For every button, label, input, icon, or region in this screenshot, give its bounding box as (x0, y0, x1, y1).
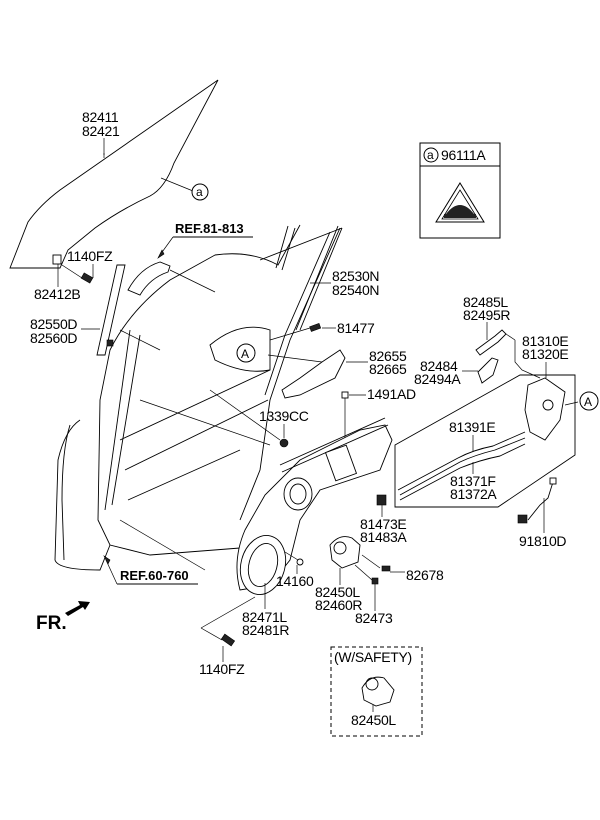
label-latch: 81310E 81320E (522, 333, 569, 378)
label-glass-bracket: 82412B (34, 264, 81, 302)
svg-text:REF.81-813: REF.81-813 (175, 221, 244, 236)
svg-text:14160: 14160 (276, 573, 314, 589)
key-rod-part (475, 329, 541, 379)
svg-text:82411: 82411 (82, 109, 119, 125)
svg-text:82495R: 82495R (463, 307, 510, 323)
svg-text:81310E: 81310E (522, 333, 568, 349)
label-handle-bracket: 82484 82494A (414, 358, 478, 387)
svg-text:82473: 82473 (355, 610, 393, 626)
weatherstrip-part (259, 225, 343, 331)
detail-marker-a-latch: A (579, 391, 599, 411)
door-ref[interactable]: REF.60-760 (103, 555, 198, 585)
run-channel-part (127, 261, 216, 296)
svg-text:82450L: 82450L (351, 712, 396, 728)
svg-text:82665: 82665 (369, 361, 407, 377)
svg-text:82450L: 82450L (315, 584, 360, 600)
svg-text:82494A: 82494A (414, 371, 461, 387)
warning-label-icon (435, 182, 485, 223)
motor-part (329, 536, 391, 585)
svg-text:1140FZ: 1140FZ (199, 661, 245, 677)
svg-text:81391E: 81391E (449, 419, 495, 435)
svg-text:81473E: 81473E (360, 516, 406, 532)
label-weatherstrip: 82530N 82540N (310, 268, 380, 298)
svg-text:REF.60-760: REF.60-760 (120, 568, 189, 583)
svg-text:82471L: 82471L (242, 609, 287, 625)
label-harness: 91810D (519, 498, 567, 549)
svg-text:81483A: 81483A (360, 529, 407, 545)
svg-text:A: A (584, 395, 592, 409)
svg-text:82485L: 82485L (463, 294, 508, 310)
svg-text:82412B: 82412B (34, 286, 80, 302)
svg-text:FR.: FR. (36, 613, 67, 634)
glass-bracket-part (52, 254, 94, 284)
svg-text:82481R: 82481R (242, 622, 289, 638)
rear-channel-part (96, 264, 126, 356)
label-clip-1491ad: 1491AD (349, 386, 416, 402)
label-motor: 82450L 82460R (315, 568, 363, 613)
svg-text:1491AD: 1491AD (367, 386, 416, 402)
run-channel-ref[interactable]: REF.81-813 (157, 221, 253, 259)
door-cables (397, 431, 526, 501)
svg-text:A: A (241, 347, 249, 361)
svg-text:1140FZ: 1140FZ (67, 248, 113, 264)
svg-text:82678: 82678 (406, 567, 444, 583)
label-glass: 82411 82421 (82, 109, 120, 155)
label-cable-top: 81391E (449, 419, 496, 452)
label-regulator-panel: 82471L 82481R (242, 583, 290, 638)
screw-81477-part (269, 323, 322, 341)
svg-text:a: a (196, 185, 203, 199)
svg-text:82421: 82421 (82, 123, 120, 139)
svg-text:82550D: 82550D (30, 316, 77, 332)
actuator-clip-part (376, 494, 387, 506)
svg-text:1339CC: 1339CC (259, 408, 309, 424)
svg-text:82540N: 82540N (332, 282, 379, 298)
svg-text:82460R: 82460R (315, 597, 362, 613)
label-nut-1339cc: 1339CC (259, 408, 309, 438)
legend-box: a 96111A (419, 142, 501, 239)
handle-bracket-part (477, 357, 499, 384)
svg-text:96111A: 96111A (441, 147, 486, 163)
label-key-rod: 82485L 82495R (463, 294, 511, 340)
outside-handle-part (267, 349, 346, 399)
svg-text:91810D: 91810D (519, 533, 566, 549)
svg-text:(W/SAFETY): (W/SAFETY) (334, 649, 412, 665)
harness-part (517, 477, 557, 524)
label-screw-81477: 81477 (322, 320, 375, 336)
label-grommet-14160: 14160 (276, 565, 314, 589)
label-bolt-82473: 82473 (355, 584, 393, 626)
label-bolt-1140fz-bottom: 1140FZ (199, 646, 245, 677)
label-rear-channel: 82550D 82560D (30, 316, 100, 346)
svg-text:82484: 82484 (420, 358, 458, 374)
svg-text:82655: 82655 (369, 348, 407, 364)
label-cable-bottom: 81371F 81372A (450, 462, 498, 502)
svg-text:81372A: 81372A (450, 486, 497, 502)
label-bolt-82678: 82678 (390, 567, 444, 583)
nut-1339cc-part (209, 389, 289, 448)
bolt-1140fz-bottom-part (200, 596, 256, 647)
label-actuator-clip: 81473E 81483A (360, 505, 408, 545)
svg-text:a: a (427, 148, 434, 162)
svg-text:81320E: 81320E (522, 346, 568, 362)
svg-text:81371F: 81371F (450, 473, 496, 489)
grommet-14160-part (284, 551, 304, 566)
front-arrow-icon (65, 601, 90, 616)
regulator-assembly (236, 417, 393, 595)
svg-text:82560D: 82560D (30, 330, 77, 346)
label-bolt-1140fz-top: 1140FZ (67, 248, 113, 278)
svg-text:82530N: 82530N (332, 268, 379, 284)
svg-text:81477: 81477 (337, 320, 375, 336)
latch-panel (394, 374, 576, 508)
label-outside-handle: 82655 82665 (346, 348, 407, 377)
latch-part (524, 377, 579, 441)
front-direction-marker: FR. (36, 601, 90, 634)
glass-ref-marker: a (191, 183, 209, 201)
safety-variant-box: (W/SAFETY) 82450L (330, 646, 423, 737)
detail-marker-a-door: A (236, 343, 256, 363)
